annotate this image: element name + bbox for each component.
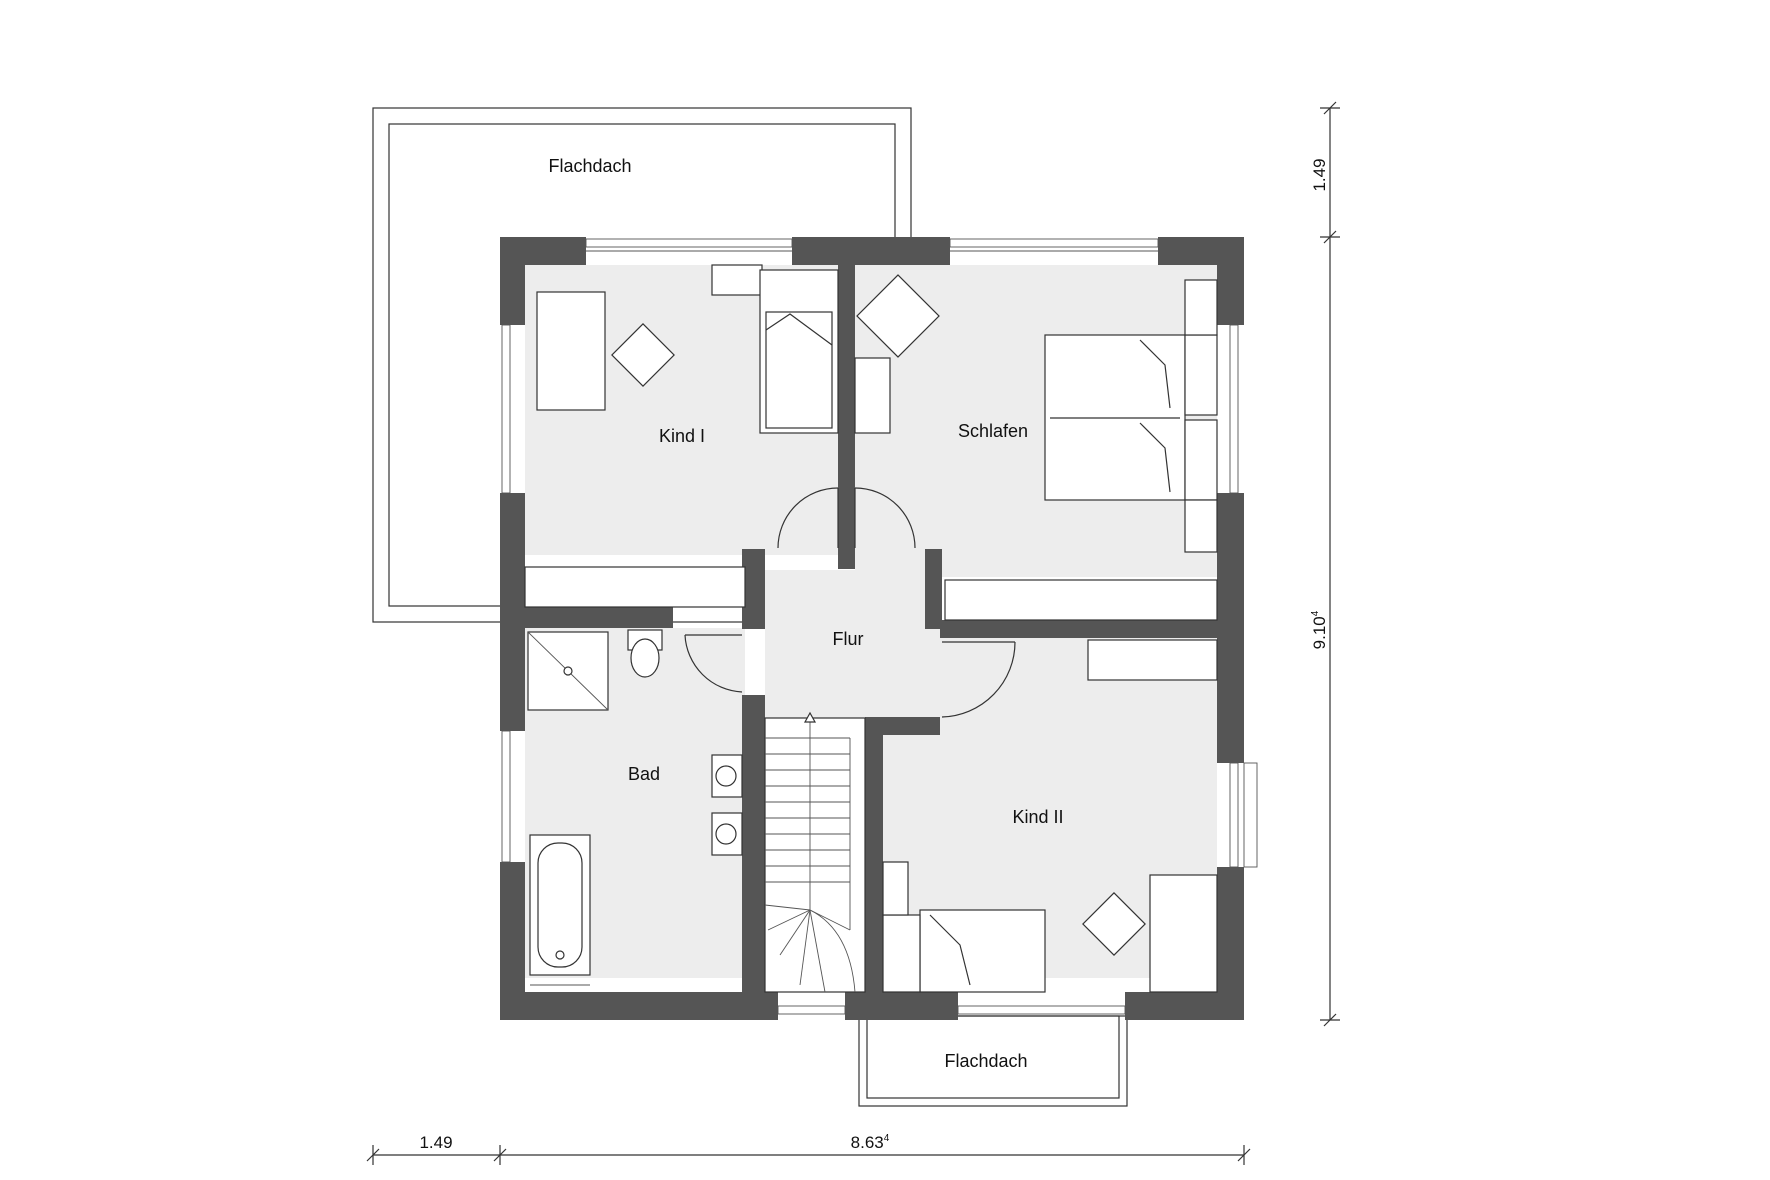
- staircase: [764, 711, 866, 993]
- dim-bottom-left: 1.49: [419, 1133, 452, 1152]
- bad-fixtures: [527, 629, 743, 986]
- kind2-furniture: [882, 861, 1218, 993]
- wardrobes: [524, 566, 1218, 681]
- label-flur: Flur: [833, 629, 864, 649]
- dim-right-top: 1.49: [1310, 158, 1329, 191]
- flat-roof-bottom: [858, 1015, 1128, 1107]
- dim-bottom-main: 8.634: [851, 1133, 890, 1152]
- label-flachdach-top: Flachdach: [548, 156, 631, 176]
- schlafen-furniture: [854, 274, 1218, 553]
- dimension-lines: [366, 101, 1340, 1165]
- label-kind1: Kind I: [659, 426, 705, 446]
- walls: [500, 237, 1244, 1020]
- label-flachdach-bottom: Flachdach: [944, 1051, 1027, 1071]
- label-schlafen: Schlafen: [958, 421, 1028, 441]
- label-kind2: Kind II: [1012, 807, 1063, 827]
- dim-right-main: 9.104: [1310, 610, 1329, 649]
- windows: [501, 238, 1258, 1015]
- kind1-furniture: [536, 264, 839, 434]
- door-swings: [684, 487, 1016, 718]
- label-bad: Bad: [628, 764, 660, 784]
